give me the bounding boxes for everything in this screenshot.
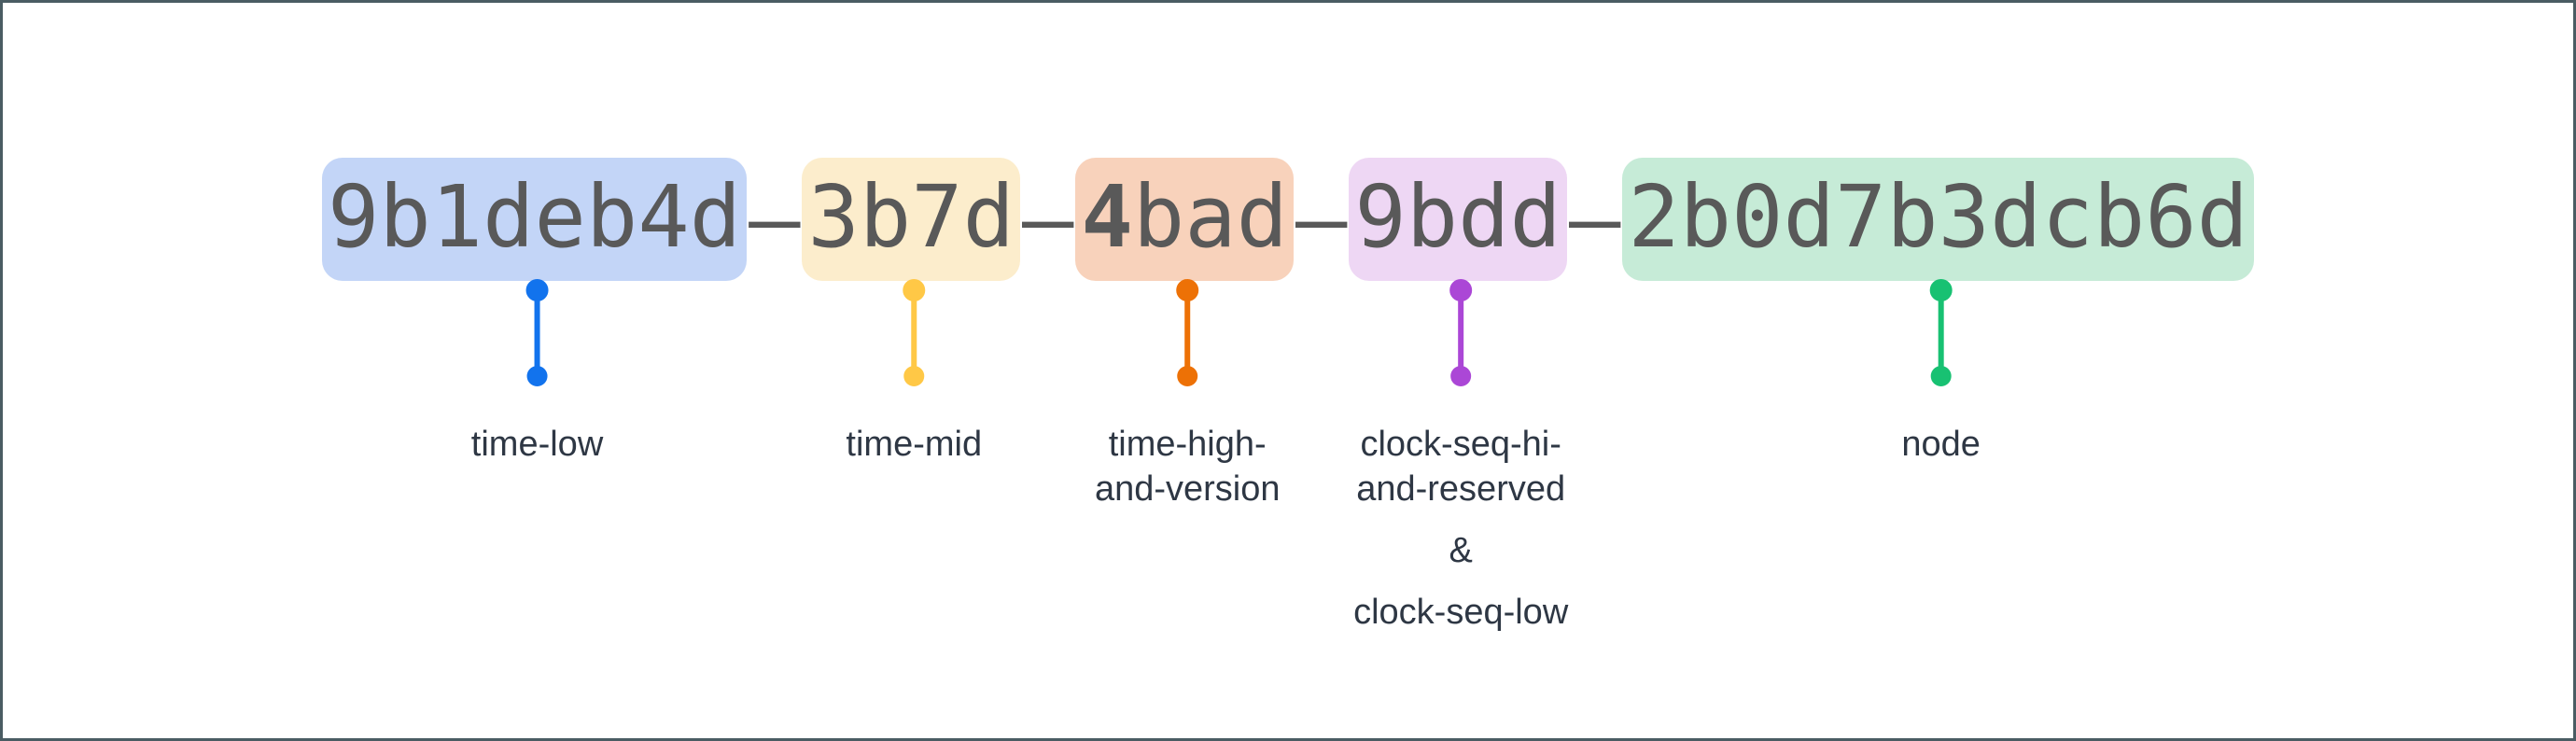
connector-dot-bottom-time-low <box>526 366 548 386</box>
uuid-segment-time-mid: 3b7d <box>802 158 1021 281</box>
uuid-segment-clock-seq-hi-and-reserved-and-clock-seq-low: 9bdd <box>1349 158 1567 281</box>
segment-label-node: node <box>1901 423 1981 468</box>
uuid-segment-node: 2b0d7b3dcb6d <box>1622 158 2255 281</box>
uuid-separator: – <box>749 169 801 269</box>
segment-label-time-low: time-low <box>471 423 603 468</box>
connector-lines <box>525 279 1953 386</box>
label-line: node <box>1901 425 1981 464</box>
label-line: & <box>1449 530 1473 570</box>
uuid-segment-time-low: 9b1deb4d <box>321 158 748 281</box>
label-line: and-version <box>1094 468 1281 509</box>
segment-label-time-high-and-version: time-high-and-version <box>1095 423 1281 512</box>
segment-label-time-mid: time-mid <box>846 423 982 468</box>
uuid-segment-value-time-high-and-version: 4bad <box>1075 158 1294 281</box>
connector-dot-top-clock-seq-hi-and-reserved-and-clock-seq-low <box>1449 279 1473 301</box>
connector-dot-bottom-time-mid <box>903 366 925 386</box>
uuid-segment-value-node: 2b0d7b3dcb6d <box>1622 158 2255 281</box>
uuid-segment-value-time-low: 9b1deb4d <box>321 158 748 281</box>
connector-dot-bottom-time-high-and-version <box>1177 366 1198 386</box>
connector-dot-top-node <box>1929 279 1953 301</box>
uuid-separator: – <box>1568 169 1621 269</box>
uuid-segment-remainder: bad <box>1132 167 1288 267</box>
label-spacer <box>1353 512 1568 529</box>
label-line: time-high- <box>1108 425 1267 464</box>
uuid-version-digit: 4 <box>1081 167 1133 267</box>
connector-dot-bottom-node <box>1930 366 1952 386</box>
label-line: time-mid <box>846 425 983 464</box>
connector-dot-bottom-clock-seq-hi-and-reserved-and-clock-seq-low <box>1450 366 1472 386</box>
uuid-separator: – <box>1022 169 1074 269</box>
connector-dot-top-time-low <box>525 279 549 301</box>
uuid-segment-time-high-and-version: 4bad <box>1075 158 1294 281</box>
uuid-string: 9b1deb4d–3b7d–4bad–9bdd–2b0d7b3dcb6d <box>3 158 2573 281</box>
label-line: clock-seq-low <box>1353 592 1569 632</box>
label-spacer <box>1353 574 1568 591</box>
uuid-segment-value-clock-seq-hi-and-reserved-and-clock-seq-low: 9bdd <box>1349 158 1567 281</box>
uuid-segment-value-time-mid: 3b7d <box>802 158 1021 281</box>
label-line: and-reserved <box>1356 468 1566 509</box>
segment-label-clock-seq-hi-and-reserved-and-clock-seq-low: clock-seq-hi-and-reserved & clock-seq-low <box>1353 423 1568 636</box>
uuid-separator: – <box>1295 169 1348 269</box>
label-line: clock-seq-hi- <box>1360 425 1561 464</box>
label-line: time-low <box>470 425 604 464</box>
connector-dot-top-time-high-and-version <box>1176 279 1199 301</box>
connector-dot-top-time-mid <box>903 279 926 301</box>
